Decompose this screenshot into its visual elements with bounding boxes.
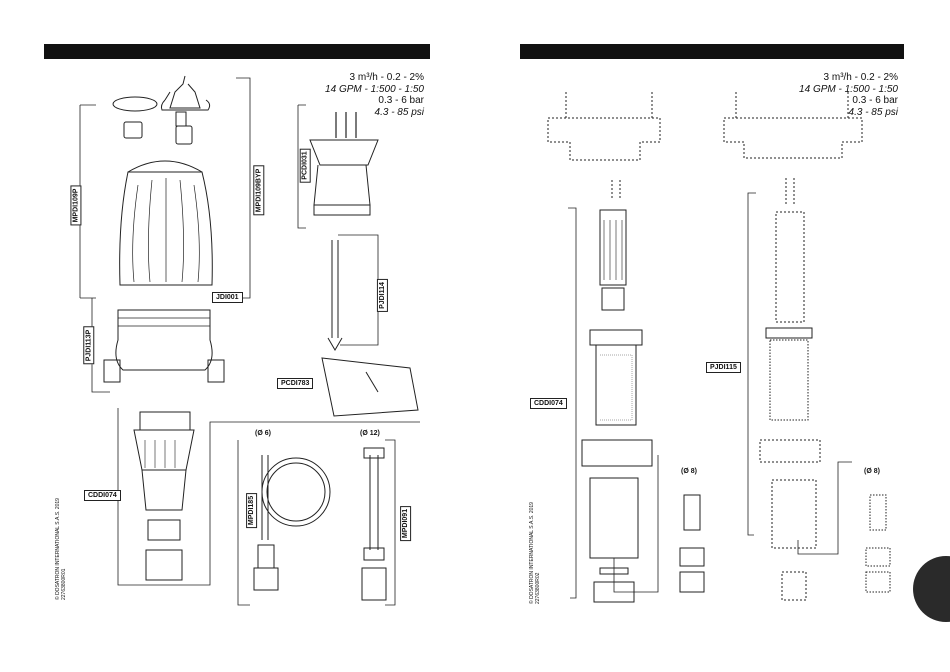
- label-jdi001: JDI001: [212, 292, 243, 303]
- right-specs: 3 m³/h - 0.2 - 2% 14 GPM - 1:500 - 1:50 …: [799, 72, 898, 118]
- spec-psi: 4.3 - 85 psi: [848, 106, 898, 118]
- spec-flow: 3 m³/h - 0.2 - 2%: [349, 72, 424, 83]
- label-pjdi113p: PJDI113P: [83, 326, 95, 365]
- dim-left-d12: (Ø 12): [360, 430, 380, 437]
- dim-right-d8-b: (Ø 8): [864, 468, 880, 475]
- left-copyright: © DOSATRON INTERNATIONAL S.A.S. 2019 227…: [55, 498, 67, 600]
- spec-psi: 4.3 - 85 psi: [374, 106, 424, 118]
- label-pjdi115: PJDI115: [706, 362, 741, 373]
- dim-left-d6: (Ø 6): [255, 430, 271, 437]
- left-header-bar: [44, 44, 430, 59]
- left-specs: 3 m³/h - 0.2 - 2% 14 GPM - 1:500 - 1:50 …: [325, 72, 424, 118]
- label-mpdi109p: MPDI109P: [70, 185, 82, 226]
- label-mpdi109byp: MPDI109BYP: [253, 165, 265, 216]
- spec-bar: 0.3 - 6 bar: [852, 95, 898, 106]
- spec-flow: 3 m³/h - 0.2 - 2%: [823, 72, 898, 83]
- spec-gpm: 14 GPM - 1:500 - 1:50: [325, 83, 424, 95]
- doc-code: 22763800R02: [535, 572, 541, 604]
- label-pcdi783: PCDI783: [277, 378, 314, 389]
- right-copyright: © DOSATRON INTERNATIONAL S.A.S. 2019 227…: [529, 502, 541, 604]
- label-mpdi185: MPDI185: [246, 492, 258, 529]
- spec-gpm: 14 GPM - 1:500 - 1:50: [799, 83, 898, 95]
- label-pjdi114: PJDI114: [376, 279, 388, 312]
- label-cddi074-right: CDDI074: [530, 398, 567, 409]
- label-mpdi091: MPDI091: [400, 505, 412, 542]
- label-pcdi031: PCDI031: [299, 148, 311, 183]
- dim-right-d8-a: (Ø 8): [681, 468, 697, 475]
- spec-bar: 0.3 - 6 bar: [378, 95, 424, 106]
- doc-code: 22763800R01: [61, 568, 67, 600]
- right-header-bar: [520, 44, 904, 59]
- label-cddi074-left: CDDI074: [84, 490, 121, 501]
